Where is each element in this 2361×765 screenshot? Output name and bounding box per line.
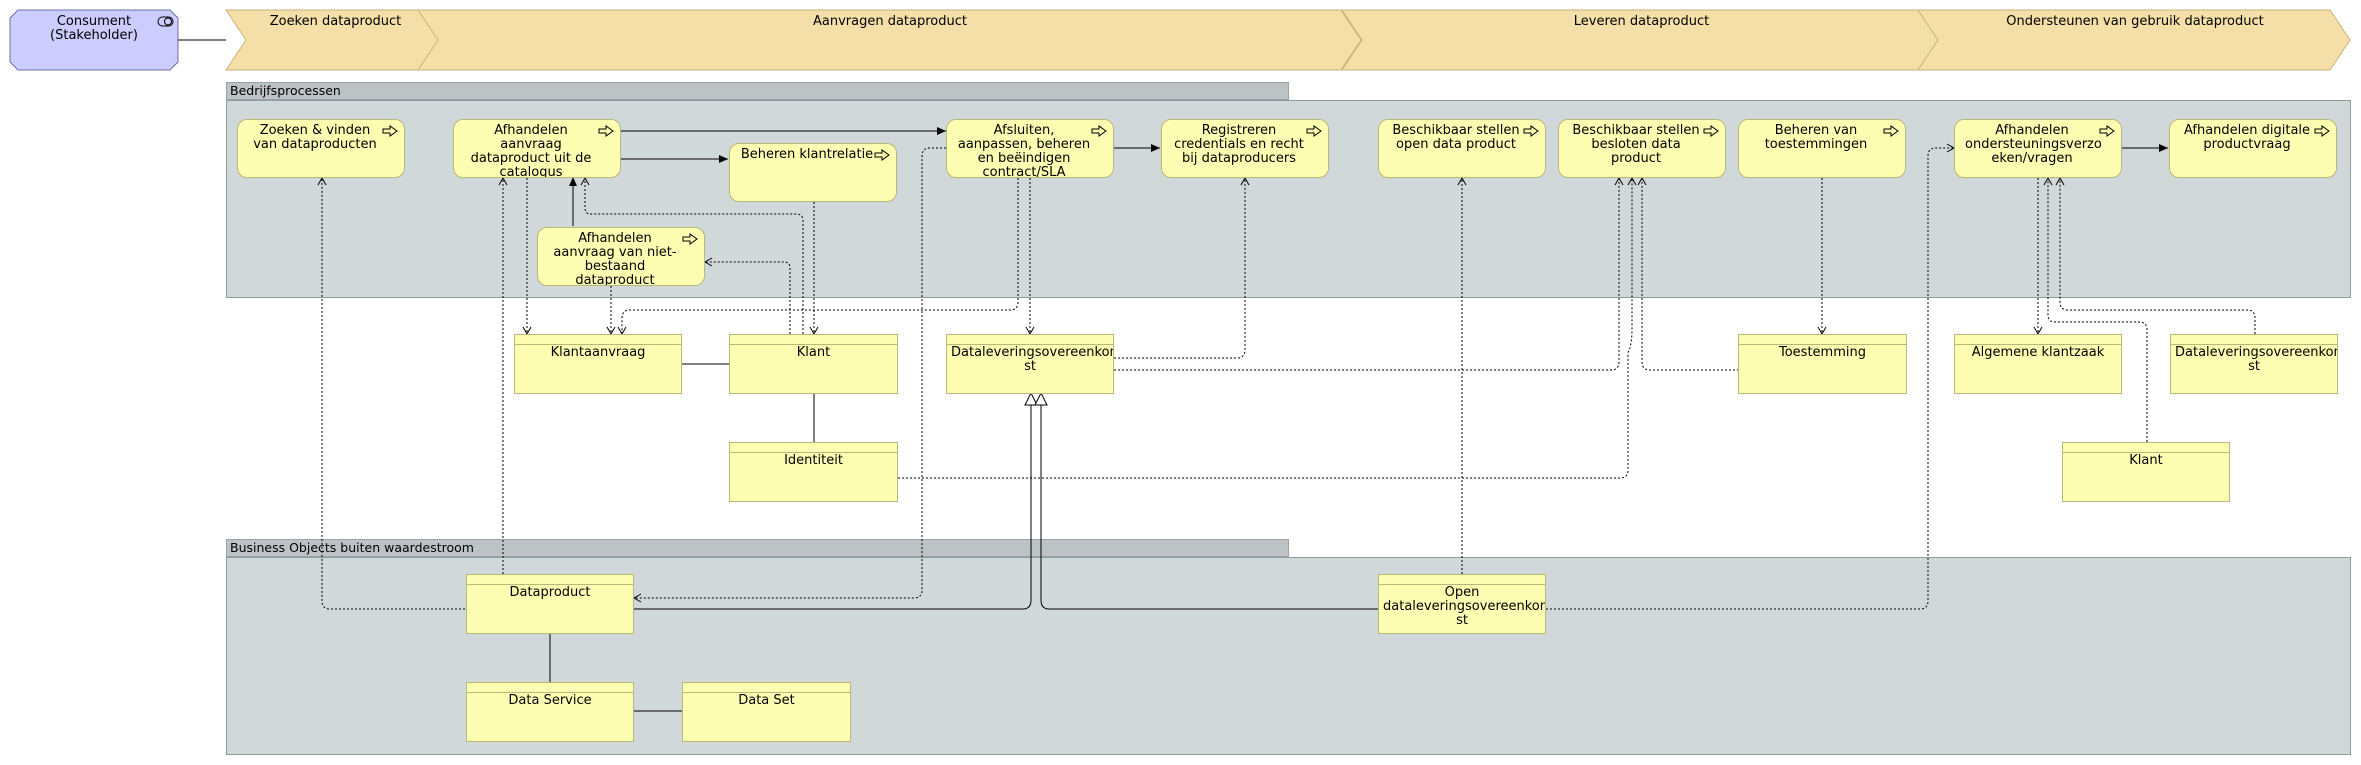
process-afhandelen-digitale[interactable]: Afhandelen digitale productvraag bbox=[2169, 119, 2337, 178]
access-overeenkomst-besloten bbox=[1114, 176, 1624, 371]
object-label: Dataproduct bbox=[509, 585, 591, 600]
stage-aanvragen-shape bbox=[417, 9, 1362, 71]
process-arrow-icon bbox=[2314, 125, 2330, 137]
object-dataleveringsovereenkomst[interactable]: Dataleveringsovereenkom st bbox=[946, 334, 1114, 394]
stakeholder-label: Consument (Stakeholder) bbox=[50, 14, 138, 43]
stage-label-leveren: Leveren dataproduct bbox=[1573, 14, 1710, 29]
process-arrow-icon bbox=[598, 125, 614, 137]
stakeholder-shape bbox=[9, 9, 179, 71]
object-label: Toestemming bbox=[1779, 345, 1866, 360]
stage-label-aanvragen: Aanvragen dataproduct bbox=[812, 14, 967, 29]
process-beschikbaar-open[interactable]: Beschikbaar stellen open data product bbox=[1378, 119, 1546, 178]
stage-label-ondersteunen: Ondersteunen van gebruik dataproduct bbox=[2006, 14, 2264, 29]
object-label: Klantaanvraag bbox=[550, 345, 646, 360]
process-label: Afhandelen aanvraag dataproduct uit de c… bbox=[470, 123, 592, 178]
access-afsluiten-dataproduct bbox=[632, 147, 946, 603]
process-label: Afhandelen aanvraag van niet-bestaand da… bbox=[553, 231, 677, 286]
process-label: Afhandelen digitale productvraag bbox=[2183, 123, 2311, 152]
object-label: Dataleveringsovereenkom st bbox=[951, 345, 1114, 374]
process-label: Registreren credentials en recht bij dat… bbox=[1174, 123, 1304, 166]
process-afhandelen-ondersteuning[interactable]: Afhandelen ondersteuningsverzo eken/vrag… bbox=[1954, 119, 2122, 178]
access-toestemming-besloten bbox=[1637, 176, 1739, 371]
object-data-service[interactable]: Data Service bbox=[466, 682, 634, 742]
process-afsluiten-contract[interactable]: Afsluiten, aanpassen, beheren en beëindi… bbox=[946, 119, 1114, 178]
process-afhandelen-niet-bestaand[interactable]: Afhandelen aanvraag van niet-bestaand da… bbox=[537, 227, 705, 286]
object-identiteit[interactable]: Identiteit bbox=[729, 442, 898, 502]
access-dataproduct-zoeken bbox=[317, 176, 465, 610]
object-label: Open dataleveringsovereenkom st bbox=[1383, 585, 1546, 628]
object-klant-2[interactable]: Klant bbox=[2062, 442, 2230, 502]
access-klant2-ondersteuning bbox=[2043, 176, 2148, 442]
process-label: Zoeken & vinden van dataproducten bbox=[253, 123, 377, 152]
stage-label-zoeken: Zoeken dataproduct bbox=[269, 14, 402, 29]
process-arrow-icon bbox=[1091, 125, 1107, 137]
access-open-ondersteuning bbox=[1546, 143, 1956, 610]
stakeholder-icon bbox=[157, 16, 174, 27]
process-registreren[interactable]: Registreren credentials en recht bij dat… bbox=[1161, 119, 1329, 178]
object-label: Identiteit bbox=[784, 453, 843, 468]
access-identiteit-besloten bbox=[898, 176, 1637, 479]
process-arrow-icon bbox=[682, 233, 698, 245]
process-label: Beheren van toestemmingen bbox=[1764, 123, 1868, 152]
object-open-dataleveringsovereenkomst[interactable]: Open dataleveringsovereenkom st bbox=[1378, 574, 1546, 634]
process-label: Beheren klantrelatie bbox=[740, 147, 874, 162]
access-klant-catalogus bbox=[580, 176, 804, 334]
object-label: Klant bbox=[2129, 453, 2163, 468]
process-label: Beschikbaar stellen besloten data produc… bbox=[1572, 123, 1700, 166]
process-label: Afhandelen ondersteuningsverzo eken/vrag… bbox=[1965, 123, 2102, 166]
object-label: Data Service bbox=[508, 693, 592, 708]
process-beheren-toestemmingen[interactable]: Beheren van toestemmingen bbox=[1738, 119, 1906, 178]
object-label: Dataleveringsovereenkom st bbox=[2175, 345, 2338, 374]
specialization-open bbox=[1034, 391, 1378, 610]
object-dataproduct[interactable]: Dataproduct bbox=[466, 574, 634, 634]
process-arrow-icon bbox=[1703, 125, 1719, 137]
group-tab-business-objects: Business Objects buiten waardestroom bbox=[226, 539, 1289, 557]
specialization-dataproduct bbox=[634, 391, 1038, 610]
process-label: Afsluiten, aanpassen, beheren en beëindi… bbox=[957, 123, 1091, 178]
process-zoeken[interactable]: Zoeken & vinden van dataproducten bbox=[237, 119, 405, 178]
access-overeenkomst-registreren bbox=[1114, 176, 1250, 359]
process-arrow-icon bbox=[2099, 125, 2115, 137]
object-algemene-klantzaak[interactable]: Algemene klantzaak bbox=[1954, 334, 2122, 394]
access-overeenkomst2-ondersteuning bbox=[2055, 176, 2256, 334]
process-arrow-icon bbox=[1883, 125, 1899, 137]
object-klantaanvraag[interactable]: Klantaanvraag bbox=[514, 334, 682, 394]
process-arrow-icon bbox=[1306, 125, 1322, 137]
process-arrow-icon bbox=[1523, 125, 1539, 137]
process-arrow-icon bbox=[382, 125, 398, 137]
process-beschikbaar-besloten[interactable]: Beschikbaar stellen besloten data produc… bbox=[1558, 119, 1726, 178]
process-afhandelen-catalogus[interactable]: Afhandelen aanvraag dataproduct uit de c… bbox=[453, 119, 621, 178]
process-arrow-icon bbox=[874, 149, 890, 161]
process-label: Beschikbaar stellen open data product bbox=[1392, 123, 1520, 152]
access-klant-nietbestaand bbox=[703, 257, 791, 334]
object-label: Data Set bbox=[738, 693, 795, 708]
object-label: Klant bbox=[796, 345, 831, 360]
process-beheren-klantrelatie[interactable]: Beheren klantrelatie bbox=[729, 143, 897, 202]
object-klant[interactable]: Klant bbox=[729, 334, 898, 394]
object-toestemming[interactable]: Toestemming bbox=[1738, 334, 1907, 394]
object-data-set[interactable]: Data Set bbox=[682, 682, 851, 742]
object-dataleveringsovereenkomst-2[interactable]: Dataleveringsovereenkom st bbox=[2170, 334, 2338, 394]
stage-ondersteunen-shape bbox=[1917, 9, 2351, 71]
group-tab-bedrijfsprocessen: Bedrijfsprocessen bbox=[226, 82, 1289, 100]
object-label: Algemene klantzaak bbox=[1971, 345, 2105, 360]
